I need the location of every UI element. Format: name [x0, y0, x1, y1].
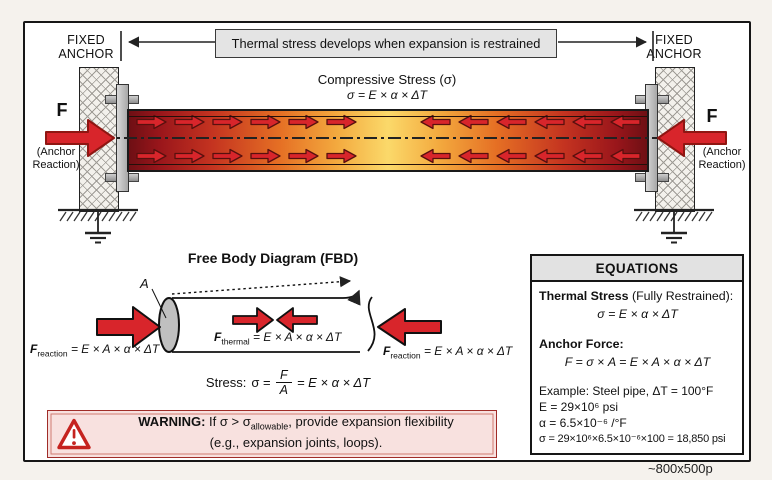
fbd-left-reaction-formula: Freaction = E × A × α × ΔT [30, 342, 160, 359]
fbd-thermal-arrow-left [276, 307, 318, 333]
fbd-area-label-text: A [140, 276, 149, 291]
left-force-arrow [45, 119, 115, 157]
compressive-stress-title: Compressive Stress (σ) [287, 72, 487, 87]
left-anchor-label-line2: ANCHOR [58, 47, 114, 61]
left-reaction-label: (Anchor Reaction) [24, 146, 88, 171]
equations-panel-title: EQUATIONS [595, 260, 679, 276]
compressive-stress-formula-text: σ = E × α × ΔT [347, 88, 427, 102]
size-note-text: ~800x500p [648, 461, 713, 476]
pipe-inner-wall-bottom [129, 164, 647, 165]
warning-line1: WARNING: If σ > σallowable, provide expa… [138, 414, 454, 432]
left-anchor-label: FIXED ANCHOR [46, 33, 126, 61]
warning-icon [57, 418, 91, 450]
pipe-centerline [100, 137, 674, 139]
pipe-inner-wall-top [129, 116, 647, 117]
right-reaction-label-line1: (Anchor [702, 146, 742, 158]
fbd-thermal-arrow-right [232, 307, 274, 333]
equations-panel: EQUATIONS Thermal Stress (Fully Restrain… [530, 254, 744, 455]
thermal-stress-formula: σ = E × α × ΔT [597, 307, 678, 321]
right-anchor-label: FIXED ANCHOR [634, 33, 714, 61]
example-modulus: E = 29×10⁶ psi [539, 400, 618, 414]
right-force-label: F [700, 106, 724, 127]
banner: Thermal stress develops when expansion i… [215, 29, 557, 58]
fbd-right-reaction-formula: Freaction = E × A × α × ΔT [383, 344, 513, 361]
banner-callout-lines [120, 31, 654, 61]
example-intro: Example: Steel pipe, ΔT = 100°F [539, 384, 714, 398]
left-reaction-label-line1: (Anchor [36, 146, 76, 158]
equations-panel-body: Thermal Stress (Fully Restrained): σ = E… [532, 282, 742, 447]
example-alpha: α = 6.5×10⁻⁶ /°F [539, 416, 627, 430]
right-ground-symbol [634, 208, 714, 244]
left-ground-symbol [58, 208, 138, 244]
fbd-stress-fraction: F A [275, 368, 292, 396]
left-force-label-text: F [56, 100, 68, 120]
left-anchor-label-line1: FIXED [67, 33, 105, 47]
compressive-stress-formula: σ = E × α × ΔT [287, 88, 487, 102]
fbd-left-reaction-arrow [96, 306, 161, 348]
right-reaction-label: (Anchor Reaction) [690, 146, 754, 171]
left-reaction-label-line2: Reaction) [32, 158, 80, 171]
warning-line2: (e.g., expansion joints, loops). [209, 435, 383, 451]
size-note: ~800x500p [648, 461, 748, 476]
anchor-force-line: Anchor Force: [539, 337, 624, 351]
pipe [127, 109, 649, 172]
fbd-title-text: Free Body Diagram (FBD) [187, 250, 359, 266]
right-force-arrow [657, 119, 727, 157]
right-anchor-label-line2: ANCHOR [646, 47, 702, 61]
compressive-stress-title-text: Compressive Stress (σ) [317, 72, 457, 87]
banner-text: Thermal stress develops when expansion i… [231, 36, 541, 51]
fbd-drawing [96, 276, 442, 353]
fbd-area-label: A [140, 276, 149, 291]
fbd-title: Free Body Diagram (FBD) [168, 250, 378, 266]
anchor-force-formula: F = σ × A = E × A × α × ΔT [564, 355, 711, 369]
example-result: σ = 29×10⁶×6.5×10⁻⁶×100 = 18,850 psi [539, 433, 726, 445]
right-force-label-text: F [706, 106, 718, 126]
warning-box [47, 410, 497, 458]
right-reaction-label-line2: Reaction) [698, 158, 746, 171]
right-anchor-label-line1: FIXED [655, 33, 693, 47]
equations-panel-header: EQUATIONS [532, 256, 742, 282]
warning-text: WARNING: If σ > σallowable, provide expa… [100, 414, 492, 452]
fbd-stress-equation: Stress: σ = F A = E × α × ΔT [205, 367, 371, 397]
fbd-right-reaction-arrow [377, 308, 442, 346]
left-force-label: F [50, 100, 74, 121]
fbd-thermal-formula: Fthermal = E × A × α × ΔT [214, 330, 342, 347]
thermal-stress-line: Thermal Stress (Fully Restrained): [539, 289, 734, 303]
